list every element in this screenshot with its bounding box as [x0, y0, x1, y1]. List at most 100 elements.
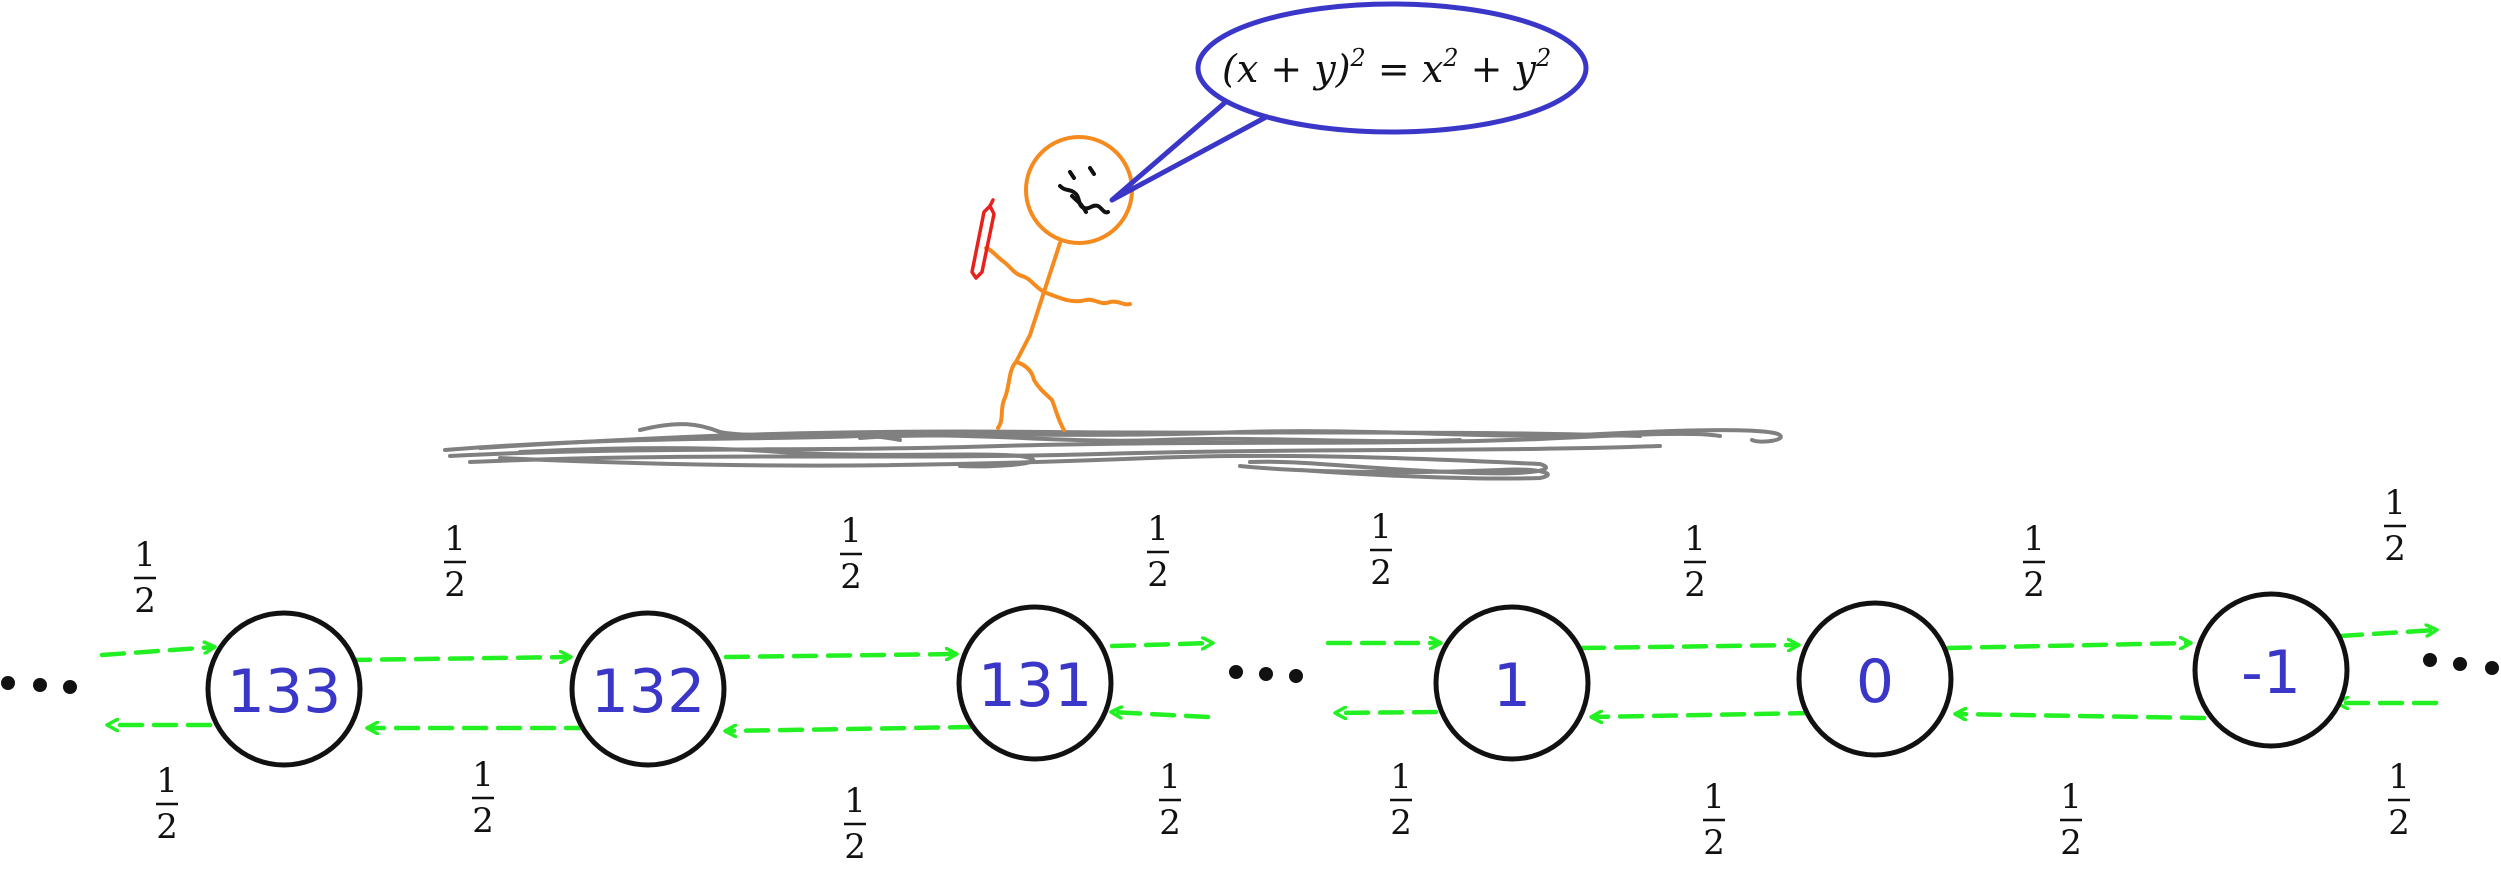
- svg-text:2: 2: [844, 827, 866, 867]
- svg-text:2: 2: [2023, 565, 2045, 605]
- svg-text:1: 1: [844, 781, 866, 821]
- svg-text:1: 1: [472, 755, 494, 795]
- figure-head: [1024, 135, 1134, 245]
- svg-text:2: 2: [1147, 555, 1169, 595]
- state-node: 0: [1796, 600, 1954, 758]
- state-label: 131: [978, 651, 1093, 721]
- svg-text:2: 2: [1159, 803, 1181, 843]
- speech-bubble: (x + y)2 = x2 + y2: [1109, 1, 1589, 203]
- state-node: 133: [205, 610, 363, 768]
- svg-text:1: 1: [2023, 519, 2045, 559]
- ellipsis-right-3: [2485, 661, 2499, 675]
- state-label: -1: [2241, 638, 2301, 708]
- speech-bubble-outline: [1195, 1, 1589, 135]
- arrow-right-1-0: [1579, 645, 1798, 648]
- prob-label: 1 2: [840, 511, 862, 597]
- arrow-left-neg1-0: [1956, 714, 2207, 718]
- state-label: 0: [1856, 647, 1894, 717]
- svg-text:2: 2: [134, 581, 156, 621]
- arrow-right-into-133: [99, 647, 214, 658]
- svg-text:2: 2: [156, 807, 178, 847]
- svg-text:2: 2: [472, 801, 494, 841]
- arrow-left-131-132: [726, 727, 975, 731]
- svg-text:1: 1: [1147, 509, 1169, 549]
- arrow-left-into-131: [1112, 712, 1211, 717]
- svg-text:1: 1: [1390, 757, 1412, 797]
- svg-text:2: 2: [2384, 529, 2406, 569]
- svg-text:2: 2: [1703, 823, 1725, 863]
- svg-text:1: 1: [840, 511, 862, 551]
- prob-label: 1 2: [156, 761, 178, 847]
- figure-right-arm: [1042, 290, 1132, 307]
- prob-label: 1 2: [134, 535, 156, 621]
- prob-label: 1 2: [2388, 757, 2410, 843]
- prob-label: 1 2: [1703, 777, 1725, 863]
- svg-text:1: 1: [156, 761, 178, 801]
- ellipsis-left-2: [33, 678, 47, 692]
- probability-labels-bottom: 1 2 1 2 1 2 1 2 1 2 1 2 1: [156, 755, 2410, 867]
- svg-text:2: 2: [1370, 553, 1392, 593]
- state-label: 1: [1493, 651, 1531, 721]
- prob-label: 1 2: [1370, 507, 1392, 593]
- svg-text:2: 2: [1684, 565, 1706, 605]
- figure-right-leg: [1014, 360, 1066, 432]
- probability-labels-top: 1 2 1 2 1 2 1 2 1 2 1 2 1: [134, 483, 2406, 621]
- arrow-right-out-131: [1109, 643, 1212, 646]
- svg-text:1: 1: [2384, 483, 2406, 523]
- prob-label: 1 2: [2060, 777, 2082, 863]
- svg-text:1: 1: [1703, 777, 1725, 817]
- svg-text:1: 1: [1684, 519, 1706, 559]
- ellipsis-icon: [1, 653, 2499, 694]
- prob-label: 1 2: [1390, 757, 1412, 843]
- svg-text:2: 2: [2060, 823, 2082, 863]
- state-nodes: 133 132 131 1 0 -1: [205, 591, 2350, 768]
- state-node: 1: [1433, 604, 1591, 762]
- prob-label: 1 2: [472, 755, 494, 841]
- arrow-left-0-1: [1592, 713, 1815, 717]
- speech-bubble-tail: [1109, 98, 1270, 203]
- prob-label: 1 2: [844, 781, 866, 867]
- svg-text:1: 1: [444, 519, 466, 559]
- prob-label: 1 2: [1147, 509, 1169, 595]
- svg-text:1: 1: [1370, 507, 1392, 547]
- ellipsis-mid-2: [1259, 667, 1273, 681]
- pen-icon: [970, 198, 996, 280]
- prob-label: 1 2: [1159, 757, 1181, 843]
- state-node: 131: [956, 604, 1114, 762]
- arrow-left-out-1: [1336, 712, 1439, 713]
- svg-text:1: 1: [2388, 757, 2410, 797]
- arrow-right-133-132: [345, 657, 570, 660]
- prob-label: 1 2: [1684, 519, 1706, 605]
- figure-face: [1058, 166, 1110, 215]
- prob-label: 1 2: [444, 519, 466, 605]
- speech-formula: (x + y)2 = x2 + y2: [1222, 44, 1551, 91]
- svg-text:1: 1: [134, 535, 156, 575]
- state-node: -1: [2192, 591, 2350, 749]
- ellipsis-left-3: [63, 680, 77, 694]
- state-label: 132: [591, 657, 706, 727]
- ellipsis-right-2: [2453, 657, 2467, 671]
- ellipsis-left-1: [1, 676, 15, 690]
- svg-text:1: 1: [1159, 757, 1181, 797]
- ellipsis-mid-1: [1229, 665, 1243, 679]
- state-label: 133: [227, 657, 342, 727]
- ground-scribble-icon: [443, 422, 1783, 481]
- arrow-right-132-131: [723, 654, 956, 657]
- svg-text:2: 2: [840, 557, 862, 597]
- svg-text:1: 1: [2060, 777, 2082, 817]
- state-node: 132: [569, 610, 727, 768]
- ellipsis-mid-3: [1289, 669, 1303, 683]
- ellipsis-right-1: [2423, 653, 2437, 667]
- svg-text:2: 2: [2388, 803, 2410, 843]
- svg-text:2: 2: [1390, 803, 1412, 843]
- prob-label: 1 2: [2023, 519, 2045, 605]
- figure-body: [1014, 241, 1062, 364]
- transition-arrows: [99, 630, 2436, 731]
- figure-left-arm: [984, 246, 1046, 294]
- stick-figure-icon: [984, 135, 1134, 432]
- arrow-right-out-neg1: [2337, 630, 2436, 639]
- arrow-right-0-neg1: [1945, 643, 2190, 651]
- figure-left-leg: [996, 360, 1018, 430]
- prob-label: 1 2: [2384, 483, 2406, 569]
